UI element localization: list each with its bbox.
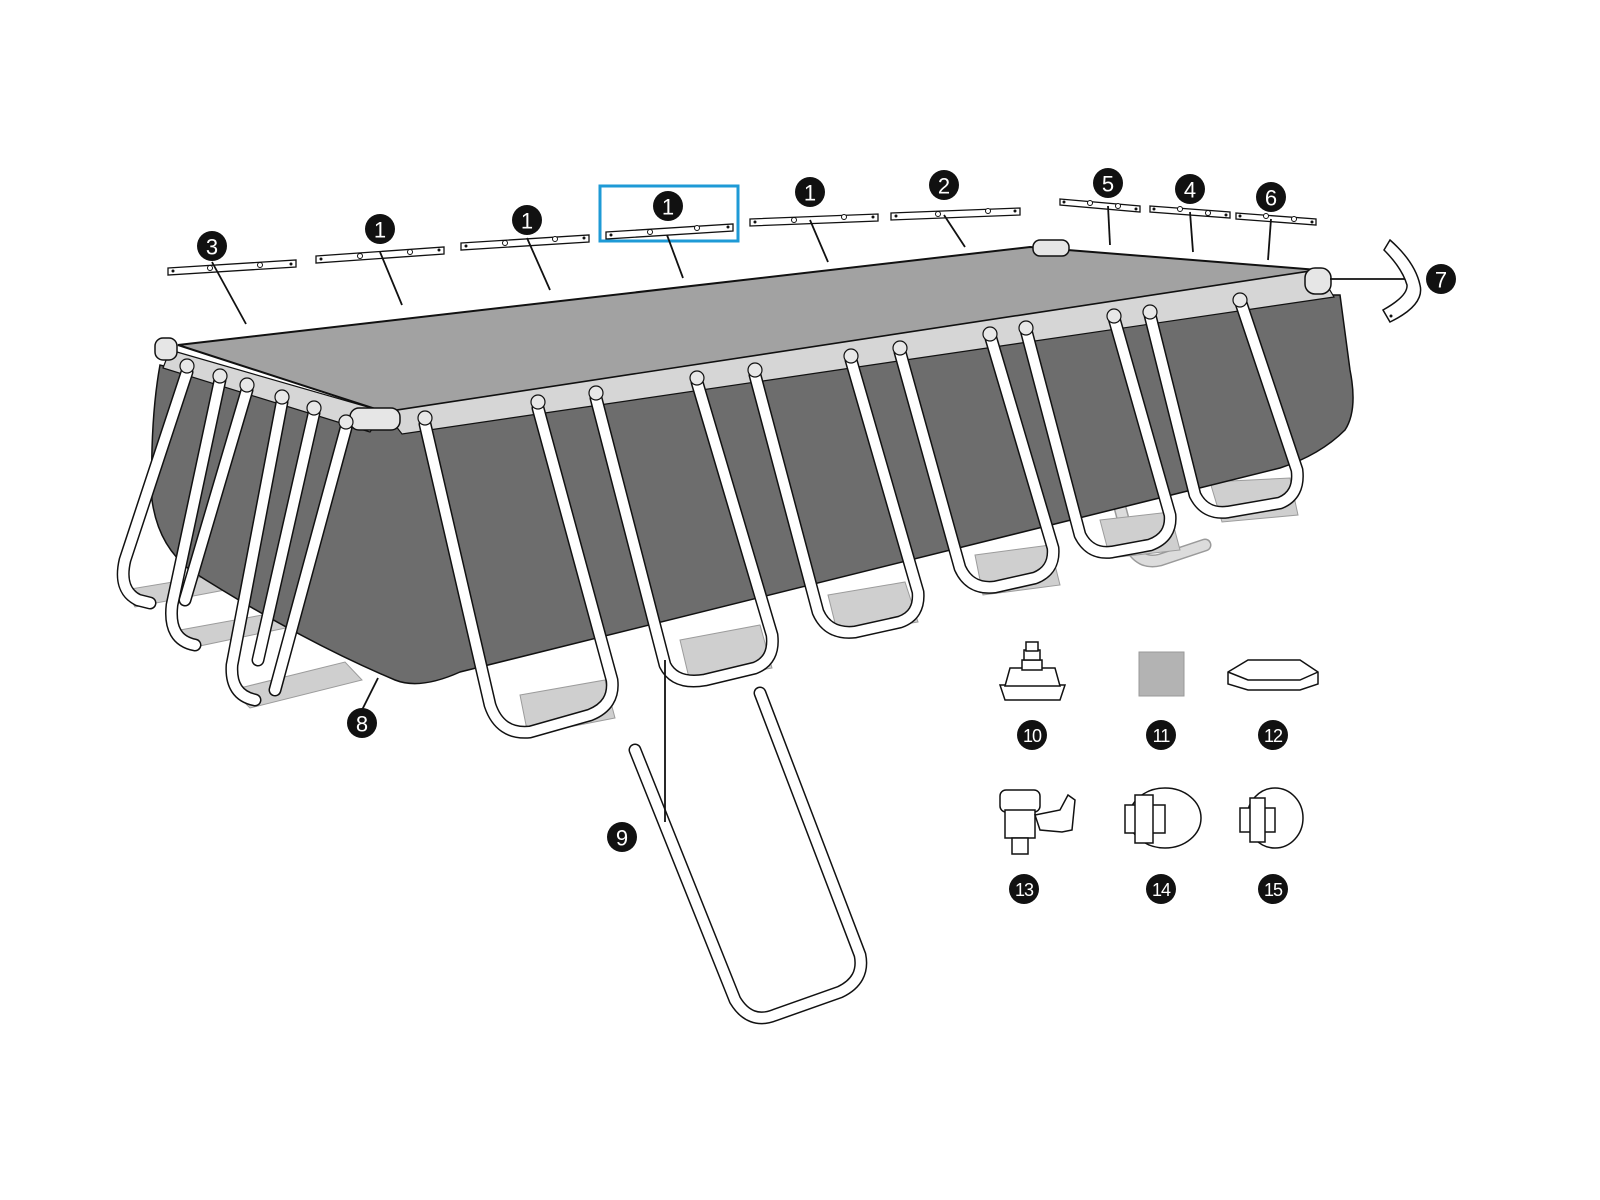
- callout-12: 12: [1258, 720, 1288, 750]
- callout-13: 13: [1009, 874, 1039, 904]
- callout-10: 10: [1017, 720, 1047, 750]
- callout-12-label: 12: [1264, 726, 1283, 746]
- beam-6[interactable]: [1235, 212, 1317, 226]
- callout-11: 11: [1146, 720, 1176, 750]
- callout-2: 2: [929, 170, 959, 200]
- corner-joint-back: [1032, 239, 1070, 257]
- beam-1-c[interactable]: [749, 213, 879, 227]
- pool-wall: [150, 294, 1354, 685]
- inlet-strainer-icon[interactable]: [1124, 787, 1202, 849]
- drain-plug-icon[interactable]: [998, 641, 1067, 701]
- callout-2-label: 2: [938, 174, 950, 199]
- callout-5: 5: [1093, 168, 1123, 198]
- corner-joint-icon[interactable]: [1381, 238, 1422, 323]
- outlet-strainer-icon[interactable]: [1239, 787, 1304, 849]
- callout-14: 14: [1146, 874, 1176, 904]
- callout-8: 8: [347, 708, 377, 738]
- rim-sleeves: [179, 292, 1248, 430]
- beam-1-selected[interactable]: [605, 223, 734, 240]
- callout-1-selected: 1: [653, 191, 683, 221]
- callout-3: 3: [197, 231, 227, 261]
- callout-7: 7: [1426, 264, 1456, 294]
- callout-8-label: 8: [356, 712, 368, 737]
- callout-3-label: 3: [206, 235, 218, 260]
- callout-9: 9: [607, 822, 637, 852]
- callout-14-label: 14: [1152, 880, 1171, 900]
- callout-1-label: 1: [374, 218, 386, 243]
- callout-1: 1: [365, 214, 395, 244]
- callout-6-label: 6: [1265, 186, 1277, 211]
- beam-1-b[interactable]: [460, 234, 590, 251]
- plunger-valve-icon[interactable]: [999, 789, 1076, 855]
- callout-1-selected-label: 1: [662, 195, 674, 220]
- u-shaped-leg-icon[interactable]: [628, 686, 868, 1025]
- callout-10-label: 10: [1023, 726, 1042, 746]
- callout-1: 1: [795, 177, 825, 207]
- corner-joint-right: [1304, 267, 1332, 295]
- beam-5[interactable]: [1059, 198, 1141, 213]
- beam-3[interactable]: [167, 259, 297, 276]
- corner-joint-left: [154, 337, 178, 361]
- callout-1: 1: [512, 205, 542, 235]
- callout-1-label: 1: [521, 209, 533, 234]
- callout-7-label: 7: [1435, 268, 1447, 293]
- corner-joint-front: [349, 407, 401, 431]
- callout-5-label: 5: [1102, 172, 1114, 197]
- callout-13-label: 13: [1015, 880, 1034, 900]
- front-legs: [116, 293, 1304, 739]
- callout-15: 15: [1258, 874, 1288, 904]
- callout-6: 6: [1256, 182, 1286, 212]
- callout-9-label: 9: [616, 826, 628, 851]
- beam-1-a[interactable]: [315, 246, 445, 264]
- callout-4-label: 4: [1184, 178, 1196, 203]
- callout-11-label: 11: [1153, 726, 1171, 746]
- leader-lines: [211, 205, 1405, 822]
- pool-liner-icon[interactable]: [116, 239, 1354, 739]
- callout-4: 4: [1175, 174, 1205, 204]
- repair-patch-icon[interactable]: [1138, 651, 1185, 697]
- beam-2[interactable]: [890, 207, 1021, 221]
- callout-1-label: 1: [804, 181, 816, 206]
- callout-15-label: 15: [1264, 880, 1283, 900]
- leg-cap-icon[interactable]: [1227, 659, 1319, 691]
